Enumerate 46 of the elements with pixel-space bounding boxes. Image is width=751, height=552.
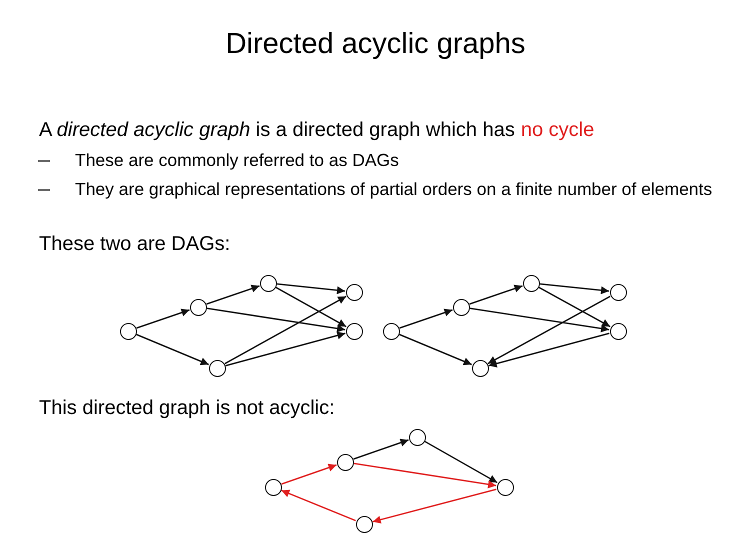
circle-node (356, 516, 372, 532)
arrow (540, 283, 610, 294)
circle-node (496, 478, 514, 496)
circle-node (208, 360, 226, 376)
arrow (372, 488, 496, 524)
arrow (488, 296, 610, 364)
circle-node (336, 454, 354, 470)
circle-node (260, 274, 276, 292)
arrow (276, 286, 346, 328)
highlighted-phrase: no cycle (520, 119, 594, 141)
arrow (470, 308, 610, 332)
arrow (226, 332, 346, 366)
bullet-text: These are commonly referred to as DAGs (75, 150, 400, 171)
circle-node (472, 360, 488, 376)
arrow (276, 283, 346, 294)
arrow (281, 490, 356, 522)
circle-node (522, 274, 540, 292)
arrow (488, 332, 610, 368)
circle-node (452, 298, 470, 316)
arrow (353, 438, 409, 460)
intro-sentence: A directed acyclic graph is a directed graph which has (39, 119, 515, 141)
circle-node (264, 478, 282, 496)
circle-node (610, 284, 626, 300)
section-heading: This directed graph is not acyclic: (39, 396, 335, 420)
arrow (224, 296, 346, 364)
slide-title: Directed acyclic graphs (224, 28, 526, 61)
circle-node (346, 322, 362, 340)
circle-node (610, 322, 626, 340)
arrow (399, 334, 472, 366)
arrow (136, 334, 209, 366)
arrow (136, 308, 190, 329)
arrow (354, 462, 496, 488)
circle-node (190, 298, 206, 316)
circle-node (382, 322, 400, 340)
arrow (206, 284, 260, 305)
arrow (399, 308, 453, 329)
arrow (206, 308, 346, 332)
arrow (469, 284, 523, 305)
arrow (538, 286, 610, 328)
circle-node (120, 322, 136, 340)
arrow (424, 440, 498, 484)
arrow (281, 464, 337, 485)
section-heading: These two are DAGs: (39, 232, 230, 256)
circle-node (408, 428, 426, 446)
circle-node (346, 284, 362, 300)
bullet-text: They are graphical representations of partial orders on a finite number of elements (75, 179, 714, 200)
